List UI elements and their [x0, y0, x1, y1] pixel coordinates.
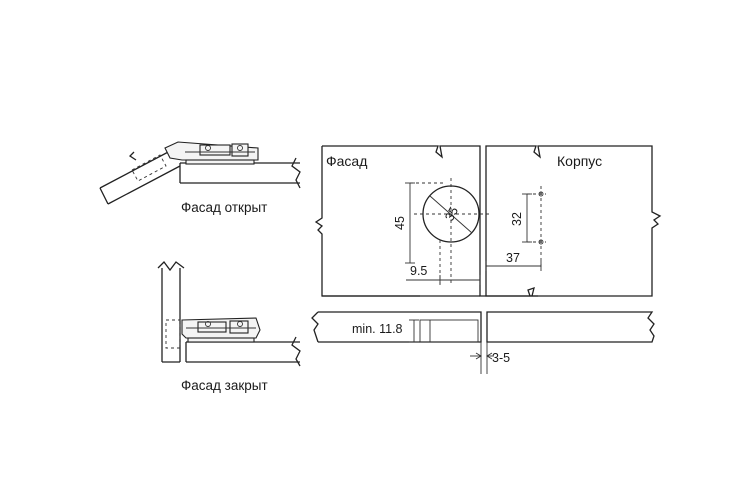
- hinge-closed-illustration: [157, 261, 301, 367]
- label-korpus: Корпус: [557, 153, 602, 169]
- dim-diameter-35: 35: [442, 205, 461, 224]
- dim-45-lines: [405, 182, 446, 264]
- dim-37-lines: [485, 261, 542, 271]
- label-fasad: Фасад: [326, 153, 367, 169]
- label-fasad-open: Фасад открыт: [181, 200, 267, 215]
- dim-gap: 3-5: [492, 351, 510, 365]
- label-fasad-closed: Фасад закрыт: [181, 378, 268, 393]
- dim-height-45: 45: [393, 216, 407, 230]
- dim-height-32: 32: [510, 212, 524, 226]
- facade-panel: [314, 145, 538, 297]
- dim-offset-37: 37: [506, 251, 520, 265]
- cup-hole: [414, 178, 490, 284]
- corpus-panel: [485, 145, 662, 297]
- dim-min-depth: min. 11.8: [352, 322, 403, 336]
- dim-9-5-lines: [406, 240, 481, 285]
- dim-32-lines: [522, 186, 546, 270]
- dim-offset-9-5: 9.5: [410, 264, 427, 278]
- hinge-open-illustration: [99, 141, 301, 205]
- section-strip: [311, 311, 655, 374]
